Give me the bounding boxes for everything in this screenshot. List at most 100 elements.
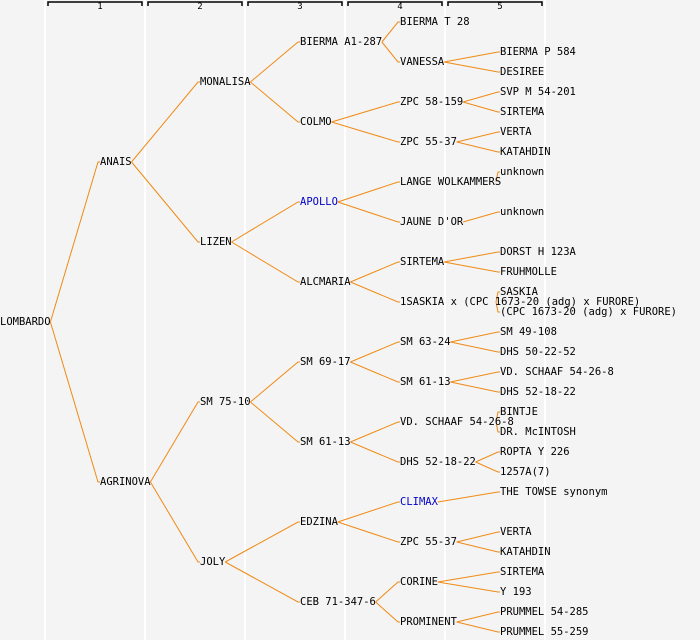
variety-label: SM 61-13 bbox=[300, 436, 351, 448]
pedigree-edge bbox=[495, 291, 500, 303]
pedigree-edges bbox=[49, 21, 500, 633]
variety-label: CEB 71-347-6 bbox=[300, 596, 376, 608]
pedigree-edge bbox=[331, 101, 400, 123]
variety-label: 1257A(7) bbox=[500, 466, 551, 478]
pedigree-edge bbox=[475, 461, 500, 473]
pedigree-edge bbox=[250, 401, 300, 443]
generation-header: 1 bbox=[97, 2, 102, 12]
column-dividers bbox=[44, 0, 546, 640]
pedigree-edge bbox=[224, 561, 300, 603]
pedigree-edge bbox=[444, 61, 500, 73]
pedigree-edge bbox=[250, 41, 300, 83]
variety-label: PROMINENT bbox=[400, 616, 458, 628]
pedigree-edge bbox=[495, 171, 500, 183]
variety-label: SM 75-10 bbox=[200, 396, 251, 408]
variety-label: DESIREE bbox=[500, 66, 544, 78]
variety-label: PRUMMEL 54-285 bbox=[500, 606, 589, 618]
pedigree-edge bbox=[444, 51, 500, 63]
variety-label: SIRTEMA bbox=[500, 106, 545, 118]
pedigree-edge bbox=[456, 541, 500, 553]
pedigree-edge bbox=[450, 381, 500, 393]
pedigree-edge bbox=[337, 201, 400, 223]
pedigree-edge bbox=[444, 261, 500, 273]
generation-bracket bbox=[347, 1, 443, 6]
pedigree-edge bbox=[450, 331, 500, 343]
pedigree-edge bbox=[456, 611, 500, 623]
pedigree-edge bbox=[350, 361, 400, 383]
pedigree-edge bbox=[375, 601, 400, 623]
variety-label: VD. SCHAAF 54-26-8 bbox=[400, 416, 514, 428]
pedigree-edge bbox=[450, 341, 500, 353]
variety-label: MONALISA bbox=[200, 76, 251, 88]
pedigree-edge bbox=[495, 301, 500, 313]
variety-label: BIERMA P 584 bbox=[500, 46, 576, 58]
variety-label: ANAIS bbox=[100, 156, 132, 168]
pedigree-edge bbox=[462, 101, 500, 113]
pedigree-edge bbox=[495, 411, 500, 423]
pedigree-edge bbox=[444, 251, 500, 263]
variety-label: SIRTEMA bbox=[400, 256, 445, 268]
variety-label: BIERMA T 28 bbox=[400, 16, 470, 28]
pedigree-edge bbox=[337, 181, 400, 203]
variety-label: KATAHDIN bbox=[500, 546, 551, 558]
variety-label: LANGE WOLKAMMERS bbox=[400, 176, 501, 188]
variety-label: ZPC 55-37 bbox=[400, 136, 457, 148]
pedigree-edge bbox=[462, 91, 500, 103]
pedigree-edge bbox=[495, 421, 500, 433]
generation-bracket bbox=[447, 1, 543, 6]
variety-label: DHS 52-18-22 bbox=[400, 456, 476, 468]
pedigree-edge bbox=[250, 81, 300, 123]
generation-bracket bbox=[247, 1, 343, 6]
variety-label: PRUMMEL 55-259 bbox=[500, 626, 589, 638]
variety-label: THE TOWSE synonym bbox=[500, 486, 607, 498]
variety-label: SM 69-17 bbox=[300, 356, 351, 368]
pedigree-edge bbox=[131, 161, 200, 243]
pedigree-edge bbox=[49, 161, 100, 323]
variety-label: JOLY bbox=[200, 556, 226, 568]
variety-label: KATAHDIN bbox=[500, 146, 551, 158]
variety-label: ZPC 55-37 bbox=[400, 536, 457, 548]
variety-label: VERTA bbox=[500, 526, 532, 538]
pedigree-edge bbox=[437, 491, 500, 503]
pedigree-edge bbox=[350, 421, 400, 443]
variety-label: DHS 50-22-52 bbox=[500, 346, 576, 358]
variety-label: VANESSA bbox=[400, 56, 445, 68]
variety-label: LOMBARDO bbox=[0, 316, 51, 328]
variety-link[interactable]: CLIMAX bbox=[400, 496, 439, 508]
variety-link[interactable]: APOLLO bbox=[300, 196, 338, 208]
pedigree-edge bbox=[337, 521, 400, 543]
variety-label: EDZINA bbox=[300, 516, 339, 528]
variety-label: FRUHMOLLE bbox=[500, 266, 557, 278]
generation-header: 3 bbox=[297, 2, 302, 12]
generation-header: 5 bbox=[497, 2, 502, 12]
pedigree-edge bbox=[224, 521, 300, 563]
variety-label: ROPTA Y 226 bbox=[500, 446, 570, 458]
pedigree-edge bbox=[231, 241, 300, 283]
pedigree-edge bbox=[462, 211, 500, 223]
variety-label: VERTA bbox=[500, 126, 532, 138]
pedigree-edge bbox=[437, 581, 500, 593]
variety-label: unknown bbox=[500, 166, 544, 178]
variety-label: SM 49-108 bbox=[500, 326, 557, 338]
generation-header: 4 bbox=[397, 2, 402, 12]
pedigree-edge bbox=[350, 261, 400, 283]
pedigree-edge bbox=[49, 321, 100, 483]
pedigree-edge bbox=[350, 341, 400, 363]
variety-label: (CPC 1673-20 (adg) x FURORE) bbox=[500, 306, 677, 318]
variety-label: AGRINOVA bbox=[100, 476, 151, 488]
variety-label: BIERMA A1-287 bbox=[300, 36, 382, 48]
pedigree-edge bbox=[437, 571, 500, 583]
generation-bracket bbox=[147, 1, 243, 6]
pedigree-edge bbox=[456, 621, 500, 633]
variety-label: COLMO bbox=[300, 116, 332, 128]
pedigree-edge bbox=[231, 201, 300, 243]
pedigree-edge bbox=[250, 361, 300, 403]
variety-label: CORINE bbox=[400, 576, 438, 588]
variety-label: BINTJE bbox=[500, 406, 538, 418]
pedigree-edge bbox=[381, 41, 400, 63]
pedigree-edge bbox=[350, 281, 400, 303]
pedigree-edge bbox=[450, 371, 500, 383]
generation-bracket bbox=[47, 1, 143, 6]
